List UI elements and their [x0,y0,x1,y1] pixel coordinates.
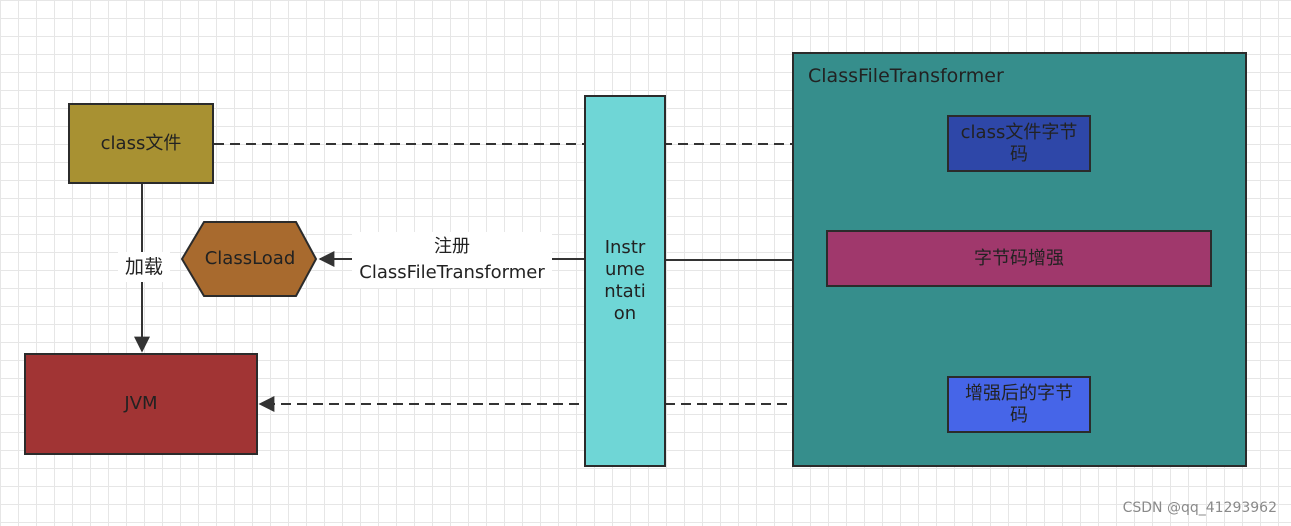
register-label-line1: 注册 [434,236,470,257]
class-file-node: class文件 [68,103,214,184]
enhanced-bytecode-node: 增强后的字节码 [947,376,1091,433]
load-label: 加载 [118,252,170,282]
container-title: ClassFileTransformer [808,65,1004,87]
register-label-line2: ClassFileTransformer [359,262,545,283]
classload-label: ClassLoad [204,247,296,269]
class-bytecode-node: class文件字节码 [947,115,1091,172]
jvm-node: JVM [24,353,258,455]
classload-hexagon [180,221,318,297]
watermark: CSDN @qq_41293962 [1122,500,1277,516]
register-label: 注册 ClassFileTransformer [352,232,552,288]
bytecode-enhance-node: 字节码增强 [826,230,1212,287]
instrumentation-node: Instrumentation [584,95,666,467]
